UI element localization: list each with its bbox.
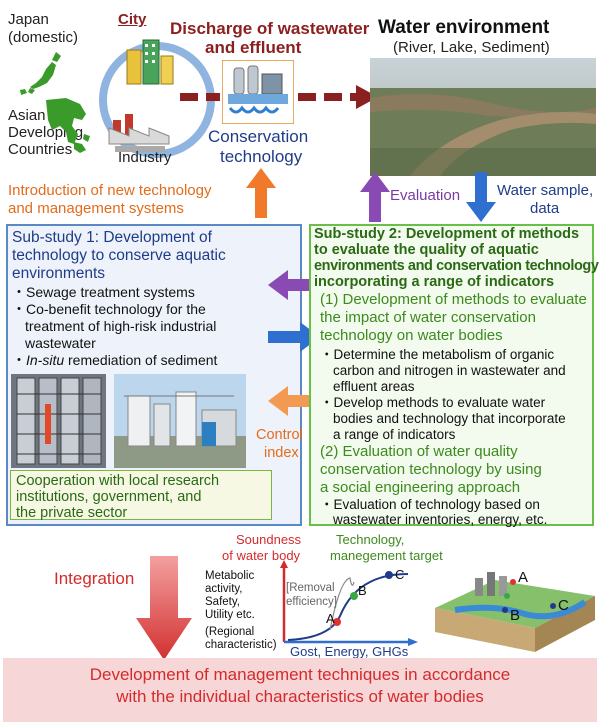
label-city: City [118,11,147,28]
regional-label-1: (Regional [205,626,255,638]
sub2-p1-1: ・Determine the metabolism of organic [320,347,555,362]
control-index-label: Control [256,427,303,443]
sub2-p2-1: ・Develop methods to evaluate water [320,395,546,410]
conservation-label: Conservation [208,127,309,146]
label-japan: Japan [8,11,49,28]
sub2-h1-3: technology on water bodies [320,327,503,344]
sub1-bullet-1-text: Sewage treatment systems [26,284,195,300]
sub1-bullet-2-text: Co-benefit technology for the [26,301,206,317]
curve-point-c: C [395,567,405,582]
regional-label-2: characteristic) [205,639,277,651]
meta-label-4: Utility etc. [205,609,255,621]
intro-label-2: and management systems [8,200,184,217]
reactor-photo [11,374,106,468]
terrain-point-a: A [518,569,529,586]
intro-label: Introduction of new technology [8,182,212,199]
sub1-bullet-3-text: remediation of sediment [64,352,218,368]
sub2-p2-text: Develop methods to evaluate water [333,395,546,410]
label-industry: Industry [118,149,172,166]
sub2-h2-2: conservation technology by using [320,461,542,478]
sub2-h1-1: (1) Development of methods to evaluate [320,291,587,308]
evaluation-label: Evaluation [390,187,461,204]
plant-photo [114,374,246,468]
sample-label-2: data [530,200,560,217]
sub2-title-4: incorporating a range of indicators [314,274,555,290]
removal-label-2: efficiency] [286,596,337,608]
sub2-p2-3: a range of indicators [333,427,456,442]
sub1-bullet-3: ・In-situ remediation of sediment [12,352,218,368]
sub2-h2-1: (2) Evaluation of water quality [320,443,518,460]
cooperation-box [10,470,272,520]
coop-line-1: Cooperation with local research [16,473,220,489]
sub1-title-3: environments [12,265,106,282]
integration-label: Integration [54,569,135,588]
discharge-title-2: and effluent [205,38,302,57]
blue-right-arrow [268,322,320,352]
sub2-title-1: Sub-study 2: Development of methods [314,226,580,242]
sub1-bullet-2b: treatment of high-risk industrial [25,318,217,334]
water-env-subtitle: (River, Lake, Sediment) [393,39,550,56]
sample-down-arrow [466,172,496,222]
sub1-title-2: technology to conserve aquatic [12,247,226,264]
label-countries: Countries [8,141,73,158]
evaluation-up-arrow [360,172,390,222]
sub2-p1-2: carbon and nitrogen in wastewater and [333,363,566,378]
water-env-title: Water environment [378,17,550,38]
terrain-point-b: B [510,607,521,624]
sub1-title-1: Sub-study 1: Development of [12,229,212,246]
sub-study-2-box [309,224,594,526]
discharge-arrow [180,85,378,109]
conservation-label-2: technology [220,147,303,166]
bottom-line-1: Development of management techniques in … [89,665,511,684]
sub2-p1-3: effluent areas [333,379,415,394]
curve-point-a: A [326,611,335,626]
sub1-bullet-3-italic: In-situ [26,352,65,368]
integration-down-arrow [136,556,192,660]
orange-left-arrow [268,386,320,416]
sub1-bullet-2c: wastewater [25,335,96,351]
soundness-label-2: of water body [222,548,301,563]
sample-label: Water sample, [497,182,594,199]
sub1-bullet-1: ・Sewage treatment systems [12,284,195,300]
terrain-block [435,572,595,652]
target-label-2: manegement target [330,548,443,563]
x-axis-label: Gost, Energy, GHGs [290,644,409,659]
coop-line-3: the private sector [16,505,128,521]
meta-label-1: Metabolic [205,570,255,582]
sub2-p3-1: ・Evaluation of technology based on [320,497,540,512]
bottom-banner [3,658,597,722]
sub1-bullet-2: ・Co-benefit technology for the [12,301,206,317]
purple-left-arrow [268,270,320,300]
soundness-label: Soundness [236,532,302,547]
sub2-h1-2: the impact of water conservation [320,309,536,326]
sub2-h2-3: a social engineering approach [320,479,521,496]
intro-up-arrow [246,168,276,218]
coop-line-2: institutions, government, and [16,489,202,505]
terrain-point-c: C [558,597,569,614]
removal-label: [Removal [286,582,335,594]
sub2-p1-text: Determine the metabolism of organic [333,347,555,362]
asia-map-icon [46,98,90,153]
river-photo [370,58,596,176]
curve-point-b: B [358,583,367,598]
meta-label-3: Safety, [205,596,240,608]
control-index-label-2: index [264,445,299,461]
sub2-p2-2: bodies and technology that incorporate [333,411,566,426]
sub2-p3-2: wastewater inventories, energy, etc. [333,512,548,527]
treatment-plant-icon [222,60,294,124]
label-domestic: (domestic) [8,29,79,46]
meta-label-2: activity, [205,583,243,595]
target-label: Technology, [336,532,405,547]
sub2-title-2: to evaluate the quality of aquatic [314,242,539,258]
sub2-p3-text: Evaluation of technology based on [333,497,540,512]
soundness-curve-graph [280,560,418,646]
japan-map-icon [20,52,61,95]
bottom-line-2: with the individual characteristics of w… [116,687,484,706]
discharge-title: Discharge of wastewater [170,19,370,38]
sub2-title-3: environments and conservation technology [314,258,599,274]
label-asian: Asian [8,107,46,124]
